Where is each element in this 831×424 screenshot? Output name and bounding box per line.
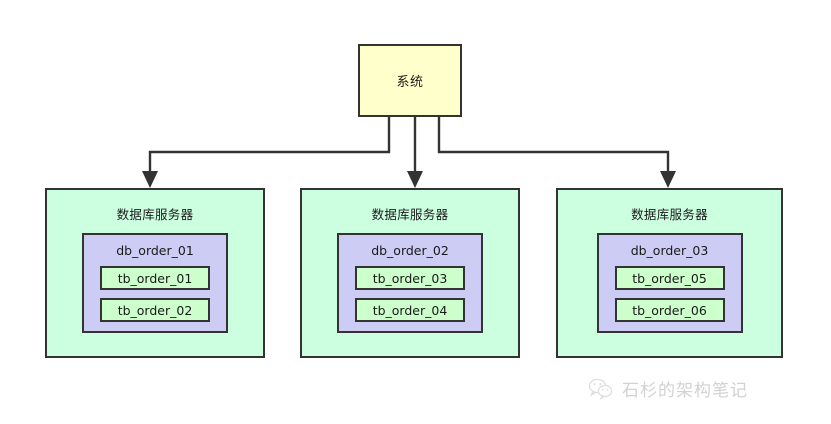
connector-left [148,117,391,178]
table-label-3-2: tb_order_06 [632,302,707,318]
table-node-1-1[interactable]: tb_order_01 [100,266,210,290]
table-label-1-2: tb_order_02 [117,302,193,318]
watermark: 石杉的架构笔记 [588,376,748,401]
system-node[interactable]: 系统 [358,44,462,117]
arrowhead-right [660,171,676,188]
database-server-label-1: 数据库服务器 [116,207,194,222]
table-label-3-1: tb_order_05 [632,270,707,286]
table-node-1-2[interactable]: tb_order_02 [100,298,210,322]
watermark-text: 石杉的架构笔记 [622,381,748,401]
table-label-2-2: tb_order_04 [372,302,448,318]
table-label-1-1: tb_order_01 [117,270,193,286]
table-node-2-2[interactable]: tb_order_04 [355,298,465,322]
database-server-node-3[interactable]: 数据库服务器 db_order_03 tb_order_05 tb_order_… [556,188,783,358]
connector-right [437,117,670,178]
database-server-label-3: 数据库服务器 [631,207,708,222]
database-node-2[interactable]: db_order_02 tb_order_03 tb_order_04 [337,233,483,333]
database-server-node-1[interactable]: 数据库服务器 db_order_01 tb_order_01 tb_order_… [45,188,265,358]
database-label-1: db_order_01 [116,243,194,258]
table-label-2-1: tb_order_03 [372,270,448,286]
database-label-3: db_order_03 [630,243,709,258]
database-node-1[interactable]: db_order_01 tb_order_01 tb_order_02 [82,233,228,333]
arrowhead-left [142,171,158,188]
database-node-3[interactable]: db_order_03 tb_order_05 tb_order_06 [596,233,743,333]
table-node-3-2[interactable]: tb_order_06 [614,298,725,322]
table-node-2-1[interactable]: tb_order_03 [355,266,465,290]
table-node-3-1[interactable]: tb_order_05 [614,266,725,290]
system-node-label: 系统 [396,75,424,90]
database-server-node-2[interactable]: 数据库服务器 db_order_02 tb_order_03 tb_order_… [300,188,520,358]
wechat-icon [588,378,613,400]
database-server-label-2: 数据库服务器 [371,207,449,222]
database-label-2: db_order_02 [371,243,449,258]
arrowhead-center [407,171,423,188]
